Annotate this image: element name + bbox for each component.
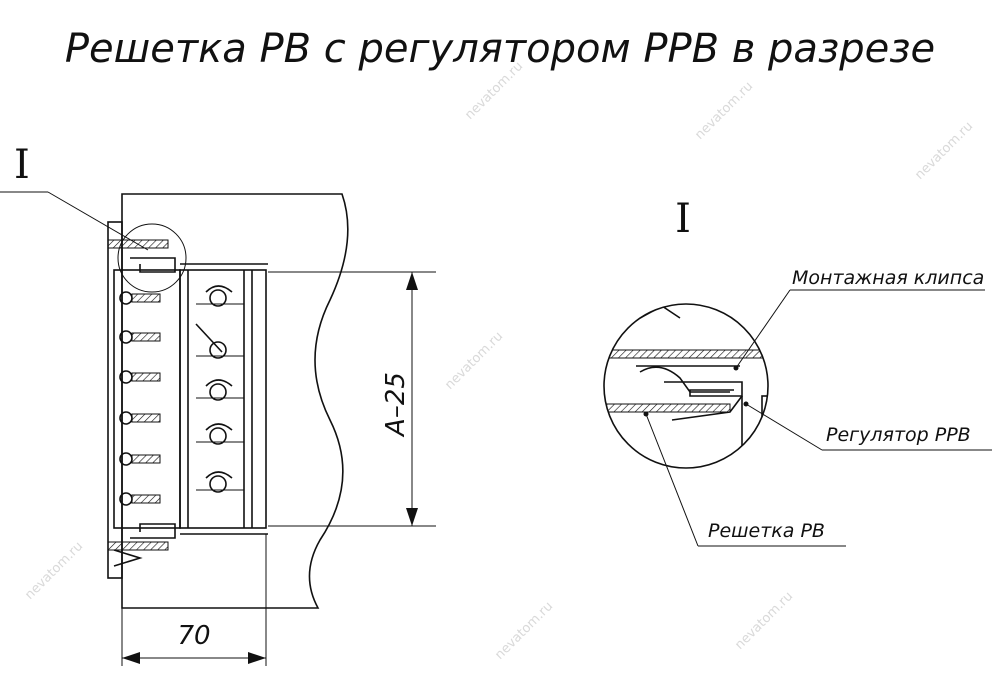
watermark-text: nevatom.ru (912, 119, 976, 183)
watermark-text: nevatom.ru (732, 589, 796, 653)
dimension-arrow (122, 652, 140, 664)
dimension-height-label: А–25 (381, 372, 411, 438)
detail-mounting-clip (639, 366, 730, 393)
dimension-arrow (406, 508, 418, 526)
watermark-text: nevatom.ru (442, 329, 506, 393)
detail-regulator-profile (664, 381, 743, 397)
watermark-text: nevatom.ru (22, 539, 86, 603)
top-flange (107, 239, 169, 249)
detail-clip-tail (671, 395, 743, 421)
detail-mark-label: I (675, 196, 691, 242)
detail-content (604, 305, 768, 468)
regulator-frame (179, 269, 267, 529)
louver-blades (119, 291, 161, 506)
watermark-text: nevatom.ru (692, 79, 756, 143)
bottom-flange (107, 541, 169, 551)
top-clip (130, 257, 176, 273)
regulator-dampers (195, 285, 244, 493)
callout-regulator-label: Регулятор РРВ (826, 424, 971, 446)
callout-grille-leader (645, 413, 699, 547)
damper-blade (196, 471, 244, 493)
duct-outline (121, 193, 349, 609)
detail-regulator-edge (761, 395, 768, 417)
callout-regulator-leader (745, 403, 823, 451)
louver-blade (119, 411, 161, 425)
grille-frame (107, 221, 123, 579)
dimension-depth-label: 70 (177, 621, 210, 651)
louver-blade (119, 330, 161, 344)
louver-blade (119, 370, 161, 384)
detail-duct-wall (604, 349, 768, 359)
dimension-arrow (406, 272, 418, 290)
damper-blade (196, 285, 244, 307)
detail-circle (603, 303, 769, 469)
dimension-arrow (248, 652, 266, 664)
section-mark-label: I (14, 142, 30, 188)
louver-blade (119, 291, 161, 305)
page-title: Решетка РВ с регулятором РРВ в разрезе (65, 26, 935, 72)
bottom-screw (113, 549, 143, 567)
callout-grille-label: Решетка РВ (708, 520, 825, 542)
louver-blade (119, 452, 161, 466)
watermarks: nevatom.ru nevatom.ru nevatom.ru nevatom… (22, 59, 976, 663)
louver-blade (119, 492, 161, 506)
callout-clip-leader (735, 289, 791, 369)
grille-body (113, 269, 181, 529)
detail-view: I Монтажная клипса Регулятор РРВ Решетка (603, 196, 992, 547)
damper-blade (195, 323, 244, 359)
callout-clip-label: Монтажная клипса (792, 267, 984, 289)
watermark-text: nevatom.ru (492, 599, 556, 663)
bottom-clip (130, 523, 176, 539)
damper-blade (196, 423, 244, 445)
left-section-view: I (0, 142, 436, 666)
damper-blade (196, 379, 244, 401)
detail-circle-marker (117, 223, 187, 293)
detail-grille-flange (604, 403, 731, 413)
